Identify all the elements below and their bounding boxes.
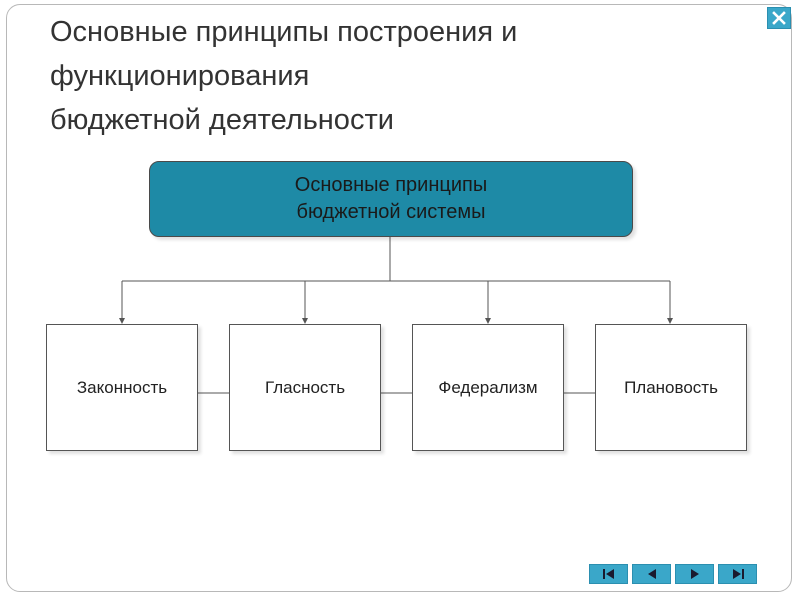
slide-title: Основные принципы построения и функциони…: [50, 10, 750, 142]
root-box-label-line: Основные принципы: [294, 174, 488, 196]
slide-title-line: функционирования: [50, 60, 310, 92]
last-slide-icon: [732, 569, 744, 579]
principle-label: Плановость: [624, 377, 718, 397]
previous-slide-icon: [647, 569, 656, 579]
root-box-label-line: бюджетной системы: [296, 201, 486, 223]
next-slide-icon: [690, 569, 699, 579]
principle-box-publicity: Гласность: [229, 324, 381, 451]
root-principles-box: Основные принципы бюджетной системы: [149, 161, 633, 237]
next-slide-button[interactable]: [675, 564, 714, 584]
slide-title-line: бюджетной деятельности: [50, 104, 394, 136]
slide-navigation: [589, 564, 761, 584]
first-slide-button[interactable]: [589, 564, 628, 584]
slide-title-line: Основные принципы построения и: [50, 16, 518, 48]
first-slide-icon: [602, 569, 614, 579]
slide-frame: [6, 4, 792, 592]
close-button[interactable]: [767, 7, 791, 29]
principle-label: Законность: [76, 377, 168, 397]
last-slide-button[interactable]: [718, 564, 757, 584]
close-icon: [772, 11, 786, 25]
principle-box-planning: Плановость: [595, 324, 747, 451]
principle-label: Федерализм: [438, 377, 538, 397]
principle-box-legality: Законность: [46, 324, 198, 451]
previous-slide-button[interactable]: [632, 564, 671, 584]
principle-box-federalism: Федерализм: [412, 324, 564, 451]
principle-label: Гласность: [264, 377, 346, 397]
